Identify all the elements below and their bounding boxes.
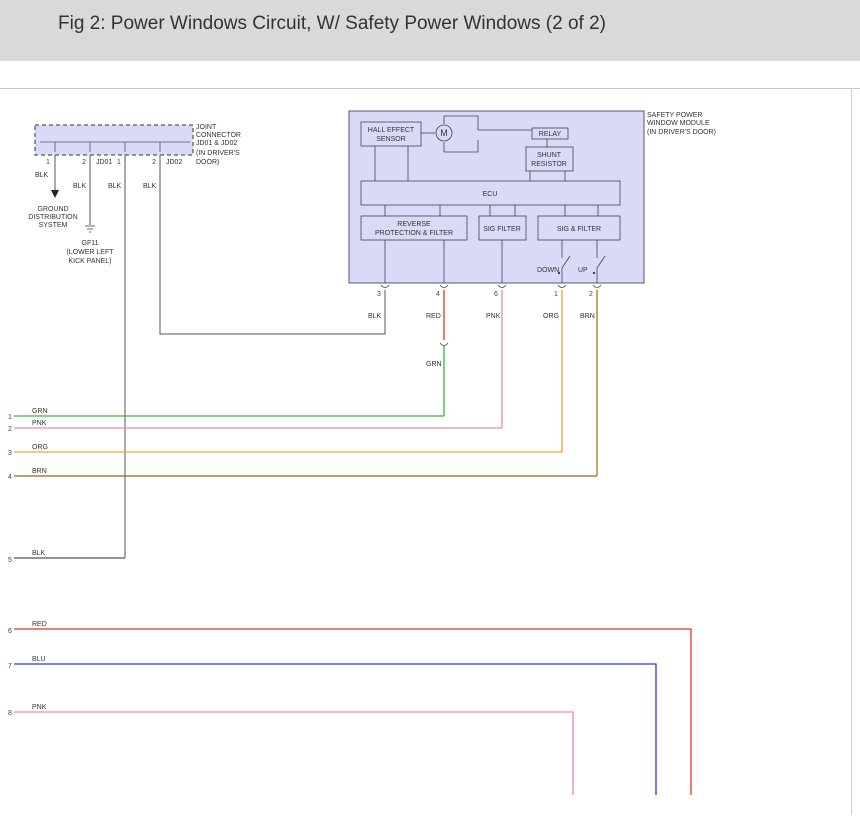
ground-wire-color: BLK bbox=[35, 172, 49, 179]
jd02-label: JD02 bbox=[166, 159, 182, 166]
figure-title: Fig 2: Power Windows Circuit, W/ Safety … bbox=[58, 13, 606, 34]
hall-sensor-line-1: HALL EFFECT bbox=[368, 127, 415, 134]
sig-filter-label: SIG FILTER bbox=[483, 226, 521, 233]
gf11-line-3: KICK PANEL) bbox=[68, 258, 111, 265]
reverse-line-2: PROTECTION & FILTER bbox=[375, 230, 453, 237]
sig-and-filter-box bbox=[537, 215, 621, 241]
jc-wires bbox=[54, 155, 386, 558]
module-wire-org: ORG bbox=[543, 313, 559, 320]
module-runs bbox=[439, 290, 598, 476]
jc-wire-label-1: BLK bbox=[73, 183, 87, 190]
harness-num-3: 3 bbox=[8, 450, 12, 457]
module-pin-2: 2 bbox=[589, 291, 593, 298]
module-pin-4: 4 bbox=[436, 291, 440, 298]
harness-num-2: 2 bbox=[8, 426, 12, 433]
shunt-line-1: SHUNT bbox=[537, 152, 562, 159]
relay-label: RELAY bbox=[539, 131, 562, 138]
figure-header: Fig 2: Power Windows Circuit, W/ Safety … bbox=[0, 0, 860, 61]
jc-pin-1: 1 bbox=[46, 159, 50, 166]
jc-wire-label-3: BLK bbox=[143, 183, 157, 190]
jd01-label: JD01 bbox=[96, 159, 112, 166]
module-pin-6: 6 bbox=[494, 291, 498, 298]
motor-label: M bbox=[440, 128, 448, 138]
sig-and-filter-label: SIG & FILTER bbox=[557, 226, 601, 233]
hall-sensor-box bbox=[360, 121, 422, 147]
module-pin-3: 3 bbox=[377, 291, 381, 298]
window-module: SAFETY POWER WINDOW MODULE (IN DRIVER'S … bbox=[348, 110, 716, 284]
up-label: UP bbox=[578, 267, 588, 274]
module-label-line-2: WINDOW MODULE bbox=[647, 120, 710, 127]
harness-color-4: BRN bbox=[32, 468, 47, 475]
jc-pin-2: 2 bbox=[82, 159, 86, 166]
harness-color-5: BLK bbox=[32, 550, 46, 557]
shunt-line-2: RESISTOR bbox=[531, 161, 567, 168]
reverse-line-1: REVERSE bbox=[397, 221, 431, 228]
module-pin-1: 1 bbox=[554, 291, 558, 298]
jc-wire-label-2: BLK bbox=[108, 183, 122, 190]
module-pin-marks bbox=[380, 284, 602, 288]
module-wire-blk: BLK bbox=[368, 313, 382, 320]
harness-color-8: PNK bbox=[32, 704, 47, 711]
harness-wire-5: 5 BLK bbox=[8, 550, 125, 564]
ground-system-line-3: SYSTEM bbox=[39, 222, 68, 229]
harness-wire-8: 8 PNK bbox=[8, 704, 574, 795]
diagram-panel bbox=[0, 88, 860, 816]
jc-pin-2b: 2 bbox=[152, 159, 156, 166]
joint-connector: 1 2 1 2 JD01 JD02 JOINT CONNECTOR JD01 &… bbox=[34, 124, 241, 166]
ecu-label: ECU bbox=[483, 191, 498, 198]
harness-num-8: 8 bbox=[8, 710, 12, 717]
module-label-line-1: SAFETY POWER bbox=[647, 112, 703, 119]
harness-wire-1: 1 GRN bbox=[8, 408, 444, 421]
down-label: DOWN bbox=[537, 267, 559, 274]
jc-label-line-5: DOOR) bbox=[196, 159, 219, 166]
harness-color-2: PNK bbox=[32, 420, 47, 427]
harness-color-7: BLU bbox=[32, 656, 46, 663]
shunt-resistor-box bbox=[525, 146, 574, 172]
harness-wire-3: 3 ORG bbox=[8, 444, 562, 457]
harness-num-7: 7 bbox=[8, 663, 12, 670]
harness-wire-2: 2 PNK bbox=[8, 420, 502, 433]
jc-label-line-2: CONNECTOR bbox=[196, 132, 241, 139]
jc-label-line-1: JOINT bbox=[196, 124, 217, 131]
module-wire-brn: BRN bbox=[580, 313, 595, 320]
jc-pin-1b: 1 bbox=[117, 159, 121, 166]
ground-system-line-2: DISTRIBUTION bbox=[28, 214, 77, 221]
motor-symbol bbox=[435, 124, 453, 142]
harness-wire-6: 6 RED bbox=[8, 621, 692, 795]
inline-wire-grn: GRN bbox=[426, 361, 442, 368]
gf11-ground-symbol bbox=[85, 225, 95, 233]
relay-box bbox=[531, 127, 569, 140]
harness-num-1: 1 bbox=[8, 414, 12, 421]
sig-filter-box bbox=[478, 215, 527, 241]
harness-wire-4: 4 BRN bbox=[8, 468, 597, 481]
harness-color-3: ORG bbox=[32, 444, 48, 451]
gf11-line-2: (LOWER LEFT bbox=[66, 249, 114, 256]
reverse-protection-box bbox=[360, 215, 468, 241]
panel-edge bbox=[851, 88, 852, 815]
module-label-line-3: (IN DRIVER'S DOOR) bbox=[647, 129, 716, 136]
module-wire-red: RED bbox=[426, 313, 441, 320]
ground-system-line-1: GROUND bbox=[37, 206, 68, 213]
jc-label-line-3: JD01 & JD02 bbox=[196, 140, 237, 147]
ground-arrow bbox=[51, 190, 59, 198]
harness-num-5: 5 bbox=[8, 557, 12, 564]
module-wire-pnk: PNK bbox=[486, 313, 501, 320]
harness-num-4: 4 bbox=[8, 474, 12, 481]
gf11-line-1: GF11 bbox=[82, 240, 99, 247]
ecu-box bbox=[360, 180, 621, 206]
hall-sensor-line-2: SENSOR bbox=[376, 136, 406, 143]
jc-label-line-4: (IN DRIVER'S bbox=[196, 150, 240, 157]
harness-color-6: RED bbox=[32, 621, 47, 628]
harness-color-1: GRN bbox=[32, 408, 48, 415]
harness-num-6: 6 bbox=[8, 628, 12, 635]
harness-wire-7: 7 BLU bbox=[8, 656, 657, 795]
